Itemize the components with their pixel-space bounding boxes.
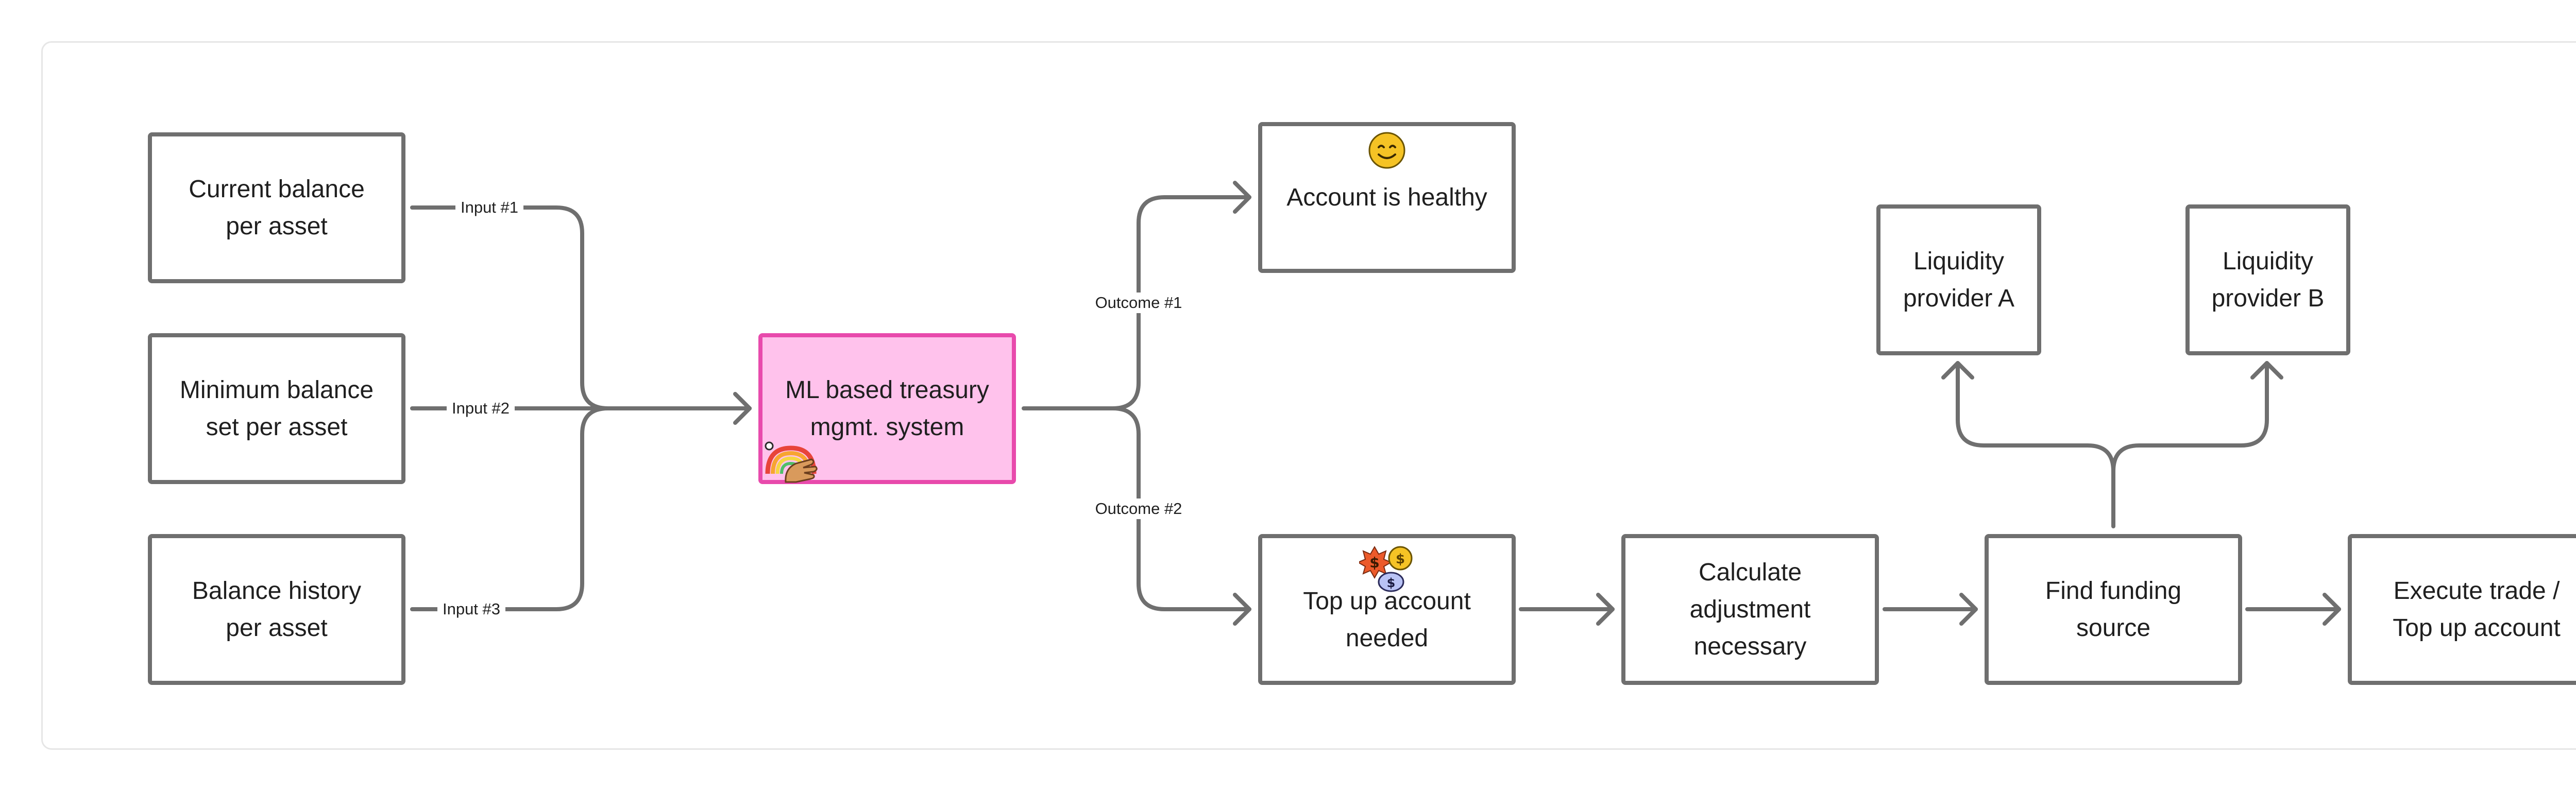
arrowhead-healthy [1233,181,1251,214]
node-execute-trade[interactable]: Execute trade / Top up account [2348,534,2576,685]
edge-label-outcome-1: Outcome #1 [1090,293,1188,313]
edge-label-input-2: Input #2 [446,398,515,419]
node-find-funding-source-text: Find funding source [2045,577,2182,642]
edge-input-1 [410,205,752,410]
arrowhead-execute [2323,593,2341,626]
svg-text:$: $ [1387,576,1396,590]
node-liquidity-provider-b[interactable]: Liquidity provider B [2185,204,2350,355]
node-balance-history[interactable]: Balance history per asset [148,534,405,685]
node-current-balance-text: Current balance per asset [189,175,365,240]
node-top-up-needed-text: Top up account needed [1303,587,1471,652]
node-calculate-adjustment-text: Calculate adjustment necessary [1689,558,1811,660]
edge-outcome-2 [1111,406,1251,611]
arrowhead-find [1959,593,1978,626]
node-minimum-balance-text: Minimum balance set per asset [179,376,374,441]
node-execute-trade-text: Execute trade / Top up account [2393,577,2561,642]
node-minimum-balance[interactable]: Minimum balance set per asset [148,333,405,484]
node-find-funding-source[interactable]: Find funding source [1985,534,2242,685]
edge-find-provider-a [1956,361,2115,528]
node-calculate-adjustment[interactable]: Calculate adjustment necessary [1621,534,1879,685]
node-liquidity-provider-b-text: Liquidity provider B [2211,247,2325,312]
edge-find-provider-b [2111,361,2269,473]
svg-text:$: $ [1369,554,1379,571]
svg-text:$: $ [1396,552,1405,567]
smiley-face-icon [1368,132,1405,169]
arrowhead-provider-a [1941,361,1974,380]
arrowhead-calculate [1596,593,1615,626]
edge-label-input-1: Input #1 [455,197,524,218]
node-account-healthy[interactable]: Account is healthy [1258,122,1516,273]
node-current-balance[interactable]: Current balance per asset [148,132,405,283]
money-coins-icon: $ $ $ [1359,545,1413,592]
node-account-healthy-text: Account is healthy [1286,183,1487,211]
node-liquidity-provider-a[interactable]: Liquidity provider A [1876,204,2041,355]
node-top-up-needed[interactable]: Top up account needed [1258,534,1516,685]
arrowhead-treasury [733,392,752,425]
edge-label-input-3: Input #3 [437,599,506,620]
node-balance-history-text: Balance history per asset [192,577,362,642]
node-liquidity-provider-a-text: Liquidity provider A [1903,247,2015,312]
arrowhead-provider-b [2250,361,2283,380]
edge-input-3 [410,406,610,611]
edge-label-outcome-2: Outcome #2 [1090,498,1188,519]
rainbow-hand-icon [765,441,818,483]
node-treasury-system[interactable]: ML based treasury mgmt. system [758,333,1016,484]
node-treasury-system-text: ML based treasury mgmt. system [785,376,989,441]
arrowhead-top-up [1233,593,1251,626]
